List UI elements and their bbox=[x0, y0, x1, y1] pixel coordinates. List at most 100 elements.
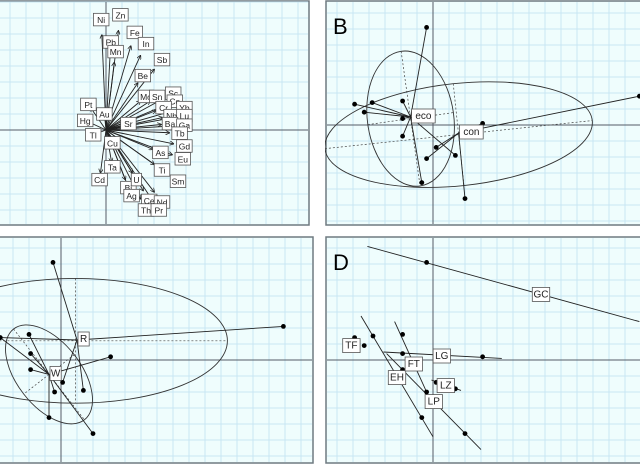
data-point bbox=[424, 156, 429, 162]
label-box bbox=[152, 145, 169, 160]
plot-background bbox=[325, 236, 640, 464]
label-text: Ag bbox=[126, 191, 137, 201]
arrow-sn bbox=[105, 101, 150, 131]
label-text: Pt bbox=[84, 100, 93, 110]
ellipse-r bbox=[0, 277, 228, 404]
label-text: Hg bbox=[80, 116, 91, 126]
label-text: Lu bbox=[180, 111, 190, 121]
label-box bbox=[459, 124, 484, 140]
label-box bbox=[77, 331, 90, 347]
arrow-label: Sm bbox=[169, 174, 187, 188]
arrow-label: Sr bbox=[120, 116, 137, 131]
arrow-label: Tl bbox=[85, 128, 102, 142]
label-text: LG bbox=[435, 351, 449, 362]
arrow-label: Cd bbox=[91, 172, 108, 187]
star-segment bbox=[364, 111, 411, 118]
star-segment bbox=[354, 103, 411, 118]
star-segment bbox=[0, 337, 78, 341]
label-text: As bbox=[155, 148, 165, 158]
label-text: EH bbox=[390, 373, 404, 384]
plot-background bbox=[325, 0, 640, 226]
label-text: Sc bbox=[168, 89, 179, 99]
label-text: U bbox=[133, 175, 139, 185]
label-box bbox=[134, 68, 151, 83]
arrow-label: Ti bbox=[153, 163, 171, 177]
data-point bbox=[462, 431, 468, 436]
label-text: Pr bbox=[155, 206, 164, 216]
arrow-label: Ta bbox=[104, 160, 121, 174]
star-segment bbox=[410, 116, 423, 183]
data-point bbox=[361, 343, 367, 348]
label-text: Sn bbox=[152, 92, 163, 102]
label-text: GC bbox=[534, 289, 549, 300]
star-segment bbox=[76, 325, 284, 341]
label-text: Bi bbox=[125, 183, 133, 193]
data-point bbox=[637, 93, 640, 99]
label-box bbox=[85, 128, 102, 142]
label-text: FT bbox=[408, 359, 420, 370]
label-box bbox=[174, 152, 191, 166]
data-point bbox=[453, 153, 458, 158]
arrow-label: Ag bbox=[123, 188, 140, 203]
star-segment bbox=[426, 132, 459, 159]
data-point bbox=[369, 100, 375, 105]
data-point bbox=[400, 116, 405, 121]
label-box bbox=[432, 348, 451, 364]
label-box bbox=[104, 160, 121, 174]
label-text: Nd bbox=[157, 198, 168, 208]
data-point bbox=[400, 351, 405, 356]
arrow-label: Sn bbox=[149, 89, 166, 104]
data-point bbox=[419, 180, 425, 186]
label-box bbox=[91, 172, 108, 187]
label-text: Au bbox=[99, 110, 110, 120]
label-text: LP bbox=[428, 397, 441, 408]
data-point bbox=[370, 333, 376, 339]
data-point bbox=[28, 367, 33, 372]
arrow-label: As bbox=[152, 145, 169, 160]
star-segment bbox=[402, 100, 412, 118]
arrow-label: In bbox=[137, 36, 155, 51]
label-text: Cd bbox=[94, 175, 105, 185]
label-text: Ti bbox=[159, 166, 166, 176]
label-text: Ga bbox=[179, 121, 191, 131]
label-box bbox=[126, 25, 143, 40]
arrow-be bbox=[105, 83, 138, 131]
label-text: Mo bbox=[140, 92, 152, 102]
label-box bbox=[411, 108, 436, 124]
label-text: TF bbox=[345, 341, 357, 352]
group-label: FT bbox=[404, 356, 423, 372]
label-text: Yb bbox=[179, 103, 190, 113]
data-point bbox=[50, 260, 56, 265]
group-label: LP bbox=[424, 394, 443, 410]
star-segment bbox=[62, 339, 78, 383]
label-box bbox=[150, 203, 167, 217]
panel-letter: B bbox=[333, 14, 348, 39]
label-text: LZ bbox=[440, 381, 452, 392]
label-box bbox=[120, 116, 137, 131]
arrow-label: Fe bbox=[126, 25, 143, 40]
star-segment bbox=[0, 337, 50, 375]
data-point bbox=[424, 25, 429, 30]
label-text: Sb bbox=[157, 55, 168, 65]
label-text: R bbox=[80, 334, 87, 345]
label-text: Th bbox=[141, 206, 151, 216]
group-label: con bbox=[459, 124, 484, 140]
group-line bbox=[367, 245, 640, 323]
label-text: con bbox=[463, 127, 479, 138]
arrow-label: U bbox=[130, 172, 142, 187]
arrow-label: Sb bbox=[153, 52, 171, 67]
label-box bbox=[77, 113, 94, 128]
label-box bbox=[424, 394, 443, 410]
label-box bbox=[531, 287, 551, 302]
label-text: Fe bbox=[130, 28, 140, 38]
arrow-label: Pt bbox=[80, 97, 97, 112]
group-label: EH bbox=[387, 370, 407, 386]
label-box bbox=[80, 97, 97, 112]
data-point bbox=[52, 389, 57, 395]
star-segment bbox=[30, 353, 50, 375]
data-point bbox=[462, 196, 468, 202]
ellipse-major-axis bbox=[325, 120, 593, 149]
arrow-label: Zn bbox=[112, 8, 129, 22]
